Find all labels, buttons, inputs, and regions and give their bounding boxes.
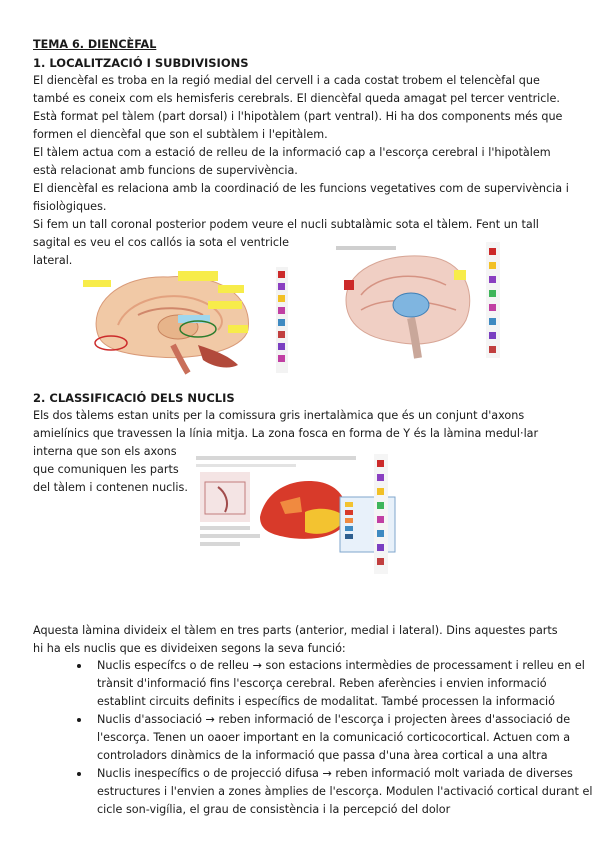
bullet-line: trànsit d'informació fins l'escorça cere… [97, 677, 547, 690]
paragraph-line: del tàlem i contenen nuclis. [33, 481, 188, 494]
thalamus-brain-figure [316, 240, 506, 360]
paragraph-line: està relacionat amb funcions de superviv… [33, 164, 298, 177]
paragraph-line: fisiològiques. [33, 200, 107, 213]
thalamus-nuclei-figure [190, 452, 400, 580]
paragraph-line: Està format pel tàlem (part dorsal) i l'… [33, 110, 563, 123]
bullet-line: Nuclis d'associació → reben informació d… [97, 713, 571, 726]
bullet-line: estructures i l'envien a zones àmplies d… [97, 785, 593, 798]
bullet-icon [77, 718, 81, 722]
paragraph-line: El diencèfal es relaciona amb la coordin… [33, 182, 569, 195]
paragraph-line: El diencèfal es troba en la regió medial… [33, 74, 540, 87]
paragraph-line: amielínics que travessen la línia mitja.… [33, 427, 539, 440]
bullet-icon [77, 772, 81, 776]
paragraph-line: Si fem un tall coronal posterior podem v… [33, 218, 539, 231]
bullet-line: controladors dinàmics de la informació q… [97, 749, 548, 762]
bullet-line: cicle son-vigília, el grau de consistènc… [97, 803, 451, 816]
paragraph-line: Els dos tàlems estan units per la comiss… [33, 409, 525, 422]
paragraph-line: sagital es veu el cos callós ia sota el … [33, 236, 289, 249]
section-1-heading: 1. LOCALITZACIÓ I SUBDIVISIONS [33, 56, 249, 70]
paragraph-line: interna que son els axons [33, 445, 177, 458]
sagittal-brain-figure [78, 265, 288, 375]
bullet-line: Nuclis específcs o de relleu → son estac… [97, 659, 585, 672]
paragraph-line: que comuniquen les parts [33, 463, 179, 476]
bullet-line: l'escorça. Tenen un oaoer important en l… [97, 731, 571, 744]
section-2-heading: 2. CLASSIFICACIÓ DELS NUCLIS [33, 391, 235, 405]
paragraph-line: Aquesta làmina divideix el tàlem en tres… [33, 624, 558, 637]
document-title: TEMA 6. DIENCÈFAL [33, 38, 157, 51]
paragraph-line: també es coneix com els hemisferis cereb… [33, 92, 560, 105]
paragraph-line: hi ha els nuclis que es divideixen segon… [33, 642, 346, 655]
bullet-line: establint circuits definits i específics… [97, 695, 555, 708]
bullet-line: Nuclis inespecífics o de projecció difus… [97, 767, 573, 780]
bullet-icon [77, 664, 81, 668]
paragraph-line: formen el diencèfal que son el subtàlem … [33, 128, 328, 141]
paragraph-line: lateral. [33, 254, 73, 267]
paragraph-line: El tàlem actua com a estació de relleu d… [33, 146, 551, 159]
